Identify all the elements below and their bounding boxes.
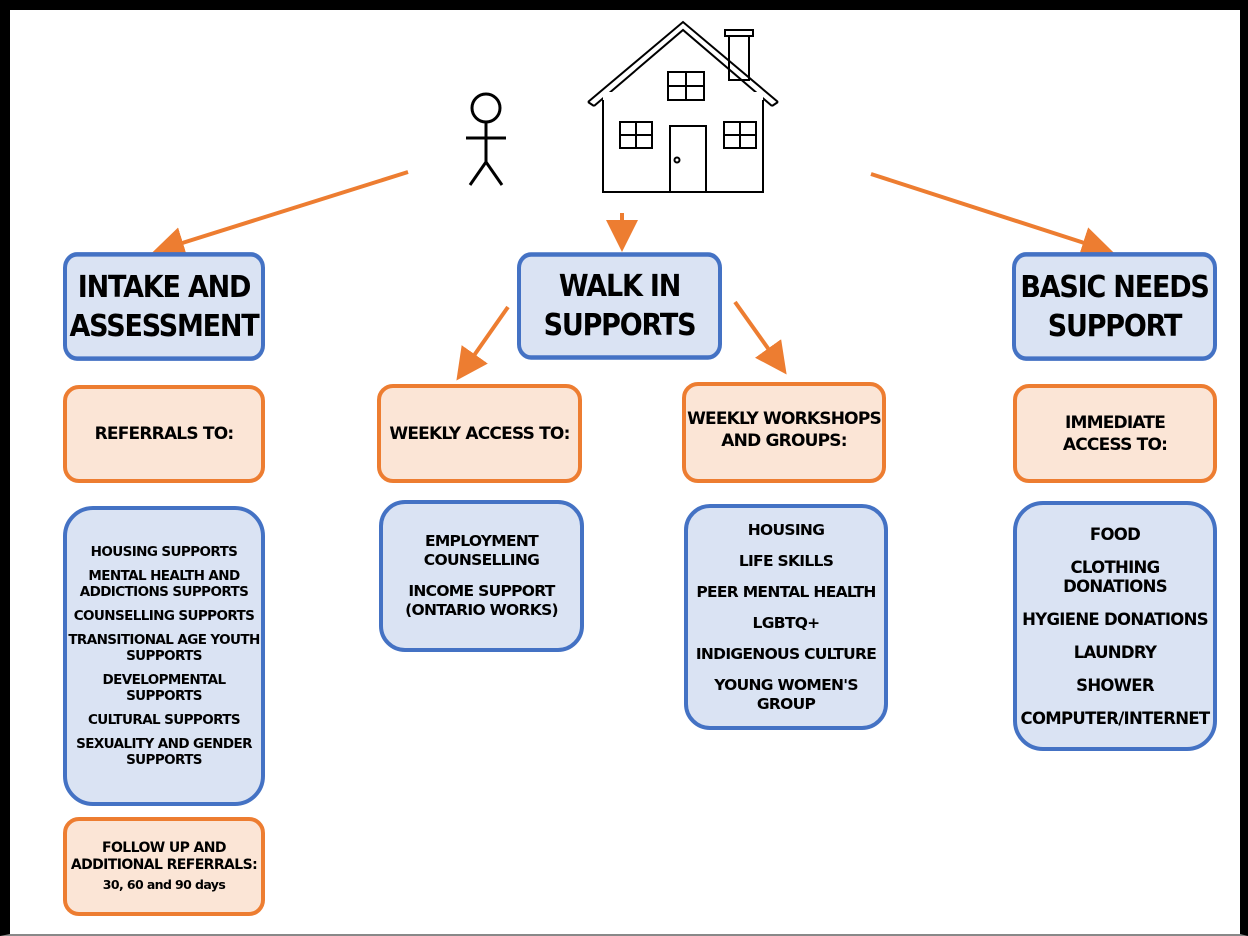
workshops-header-box: WEEKLY WORKSHOPS AND GROUPS: [682,382,886,483]
weekly-access-header-box: WEEKLY ACCESS TO: [377,384,582,483]
immediate-access-header: IMMEDIATE ACCESS TO: [1062,412,1168,455]
immediate-item: CLOTHING DONATIONS [1063,557,1168,596]
arrow-to-workshops [733,300,787,375]
workshop-item: PEER MENTAL HEALTH [696,582,876,601]
immediate-access-list-box: FOOD CLOTHING DONATIONS HYGIENE DONATION… [1013,501,1217,751]
referral-item: CULTURAL SUPPORTS [87,712,241,728]
weekly-access-item: INCOME SUPPORT (ONTARIO WORKS) [405,582,559,619]
referral-item: MENTAL HEALTH AND ADDICTIONS SUPPORTS [79,568,249,600]
workshop-item: LIFE SKILLS [738,551,834,570]
stick-figure-icon [466,92,506,186]
walk-in-supports-title: WALK IN SUPPORTS [543,269,697,343]
referral-item: COUNSELLING SUPPORTS [73,608,255,624]
workshop-item: LGBTQ+ [752,613,821,632]
referrals-header-box: REFERRALS TO: [63,385,265,483]
weekly-access-item: EMPLOYMENT COUNSELLING [423,532,540,569]
followup-days: 30, 60 and 90 days [102,877,226,892]
workshops-list-box: HOUSING LIFE SKILLS PEER MENTAL HEALTH L… [684,504,888,730]
basic-needs-support-title: BASIC NEEDS SUPPORT [1020,269,1210,344]
followup-title: FOLLOW UP AND ADDITIONAL REFERRALS: [70,840,258,873]
referral-item: TRANSITIONAL AGE YOUTH SUPPORTS [68,632,260,664]
immediate-access-header-box: IMMEDIATE ACCESS TO: [1013,384,1217,483]
intake-assessment-title: INTAKE AND ASSESSMENT [69,269,259,344]
house-icon [587,20,779,193]
weekly-access-header: WEEKLY ACCESS TO: [389,423,570,444]
workshops-header: WEEKLY WORKSHOPS AND GROUPS: [687,409,882,451]
referrals-header: REFERRALS TO: [94,424,235,444]
immediate-item: SHOWER [1076,675,1154,695]
basic-needs-support-box: BASIC NEEDS SUPPORT [1012,252,1217,361]
immediate-item: HYGIENE DONATIONS [1022,609,1208,629]
referral-item: HOUSING SUPPORTS [90,544,238,560]
followup-box: FOLLOW UP AND ADDITIONAL REFERRALS: 30, … [63,817,265,916]
arrow-to-basic [870,172,1114,258]
immediate-item: COMPUTER/INTERNET [1020,708,1211,728]
immediate-item: LAUNDRY [1073,642,1157,662]
workshop-item: HOUSING [747,520,825,539]
walk-in-supports-box: WALK IN SUPPORTS [517,252,722,360]
weekly-access-list-box: EMPLOYMENT COUNSELLING INCOME SUPPORT (O… [379,500,584,652]
immediate-item: FOOD [1089,524,1141,544]
workshop-item: YOUNG WOMEN'S GROUP [714,675,858,713]
arrow-to-weekly-access [456,305,510,381]
workshop-item: INDIGENOUS CULTURE [695,644,877,663]
arrow-to-intake [152,170,409,259]
referrals-list-box: HOUSING SUPPORTS MENTAL HEALTH AND ADDIC… [63,506,265,806]
referral-item: DEVELOPMENTAL SUPPORTS [102,672,227,704]
intake-assessment-box: INTAKE AND ASSESSMENT [63,252,265,361]
referral-item: SEXUALITY AND GENDER SUPPORTS [76,736,252,768]
